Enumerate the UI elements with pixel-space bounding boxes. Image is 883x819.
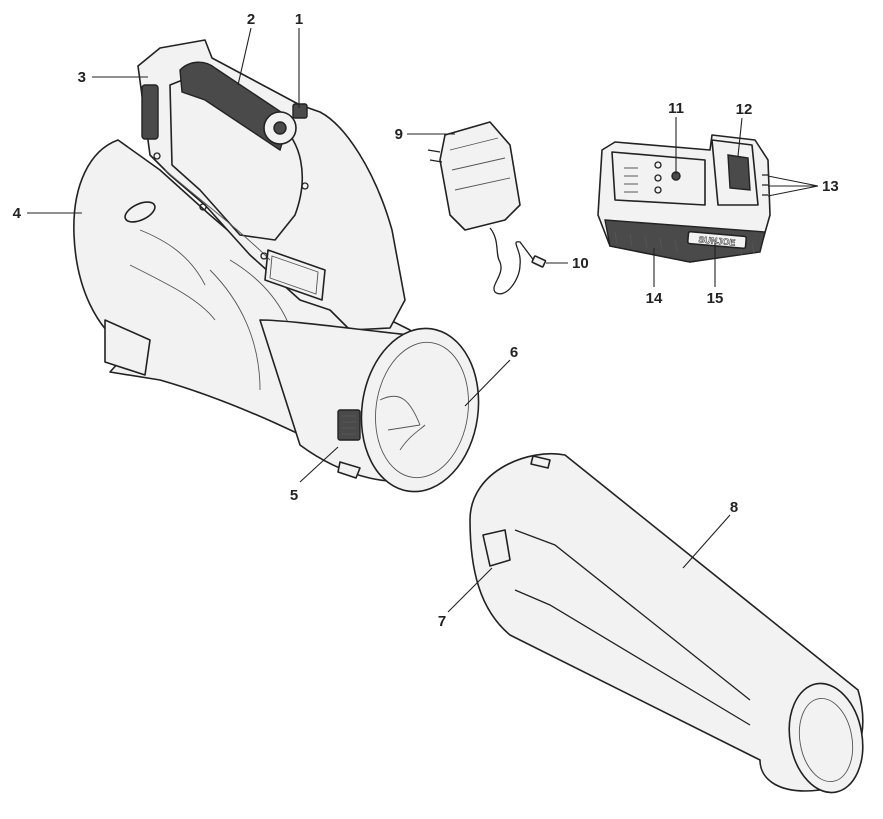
trigger-switch [141,84,159,140]
blower-outlet [259,319,480,493]
callout-15: 15 [707,290,724,307]
callout-labels: 1 2 3 4 5 6 7 8 9 10 11 12 13 14 15 [13,11,839,630]
callout-2: 2 [247,11,255,28]
callout-13: 13 [822,178,839,195]
callout-11: 11 [668,100,684,117]
callout-14: 14 [646,290,663,307]
callout-8: 8 [730,499,738,516]
callout-12: 12 [736,101,753,118]
callout-leaders [27,27,819,613]
callout-9: 9 [395,126,403,143]
callout-1: 1 [295,11,303,28]
nozzle-tube [469,453,864,794]
battery-pack: SUNJOE [597,134,771,263]
callout-7: 7 [438,613,446,630]
callout-6: 6 [510,344,518,361]
callout-5: 5 [290,487,298,504]
battery-brand-label: SUNJOE [698,234,736,247]
nozzle-latch [337,409,361,441]
callout-4: 4 [13,205,22,222]
callout-3: 3 [78,69,86,86]
charger [427,121,547,295]
nozzle-release-tab [482,529,511,567]
callout-10: 10 [572,255,589,272]
